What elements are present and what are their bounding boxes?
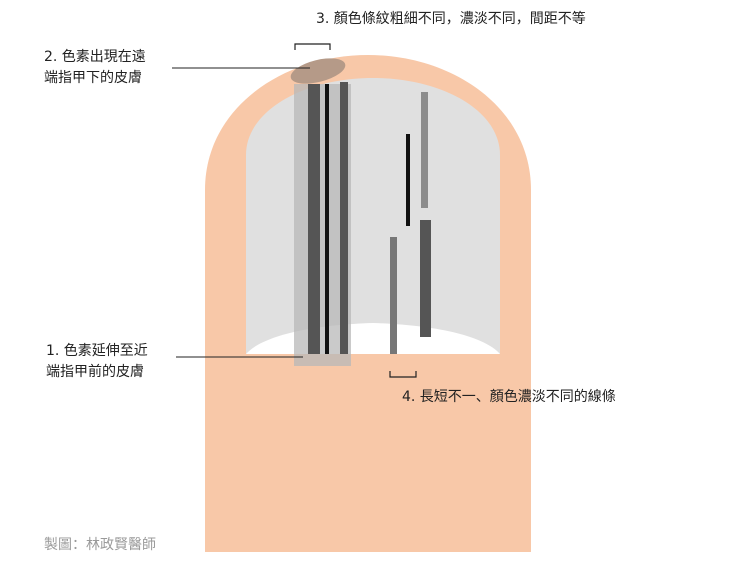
drawing-credit: 製圖：林政賢醫師 bbox=[44, 537, 156, 553]
annotation-4: 4. 長短不一、顏色濃淡不同的線條 bbox=[402, 387, 616, 408]
bracket-4 bbox=[389, 371, 417, 378]
line-gray-short bbox=[390, 237, 397, 354]
annotation-1-line2: 端指甲前的皮膚 bbox=[46, 364, 144, 380]
stripe-dark-thin bbox=[325, 84, 329, 354]
annotation-1-line1: 1. 色素延伸至近 bbox=[46, 343, 148, 359]
nail-plate bbox=[246, 78, 500, 354]
line-black-thin bbox=[406, 134, 410, 226]
annotation-2: 2. 色素出現在遠 端指甲下的皮膚 bbox=[44, 47, 146, 89]
line-light-gray bbox=[421, 92, 428, 208]
annotation-4-text: 4. 長短不一、顏色濃淡不同的線條 bbox=[402, 389, 616, 405]
annotation-3-text: 3. 顏色條紋粗細不同，濃淡不同，間距不等 bbox=[316, 11, 586, 27]
stripe-medium-narrow bbox=[340, 82, 348, 354]
bracket-3 bbox=[294, 43, 331, 50]
stripe-medium-wide bbox=[308, 84, 320, 354]
pigment-spot bbox=[290, 58, 346, 84]
line-dark-gray-wide bbox=[420, 220, 431, 337]
annotation-1: 1. 色素延伸至近 端指甲前的皮膚 bbox=[46, 341, 148, 383]
annotation-2-line2: 端指甲下的皮膚 bbox=[44, 70, 142, 86]
annotation-3: 3. 顏色條紋粗細不同，濃淡不同，間距不等 bbox=[316, 9, 586, 30]
annotation-2-line1: 2. 色素出現在遠 bbox=[44, 49, 146, 65]
